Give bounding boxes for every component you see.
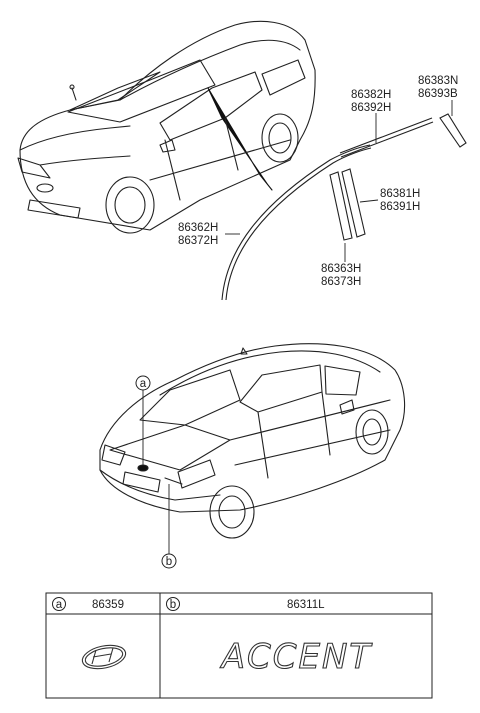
callout-a-letter: a [140,378,147,390]
label-86363h: 86363H [321,263,361,275]
label-86391h: 86391H [380,201,420,213]
hyundai-logo-icon [81,644,127,670]
label-86372h: 86372H [178,235,218,247]
label-86362h: 86362H [178,222,218,234]
moldings-exploded [221,113,467,301]
label-86392h: 86392H [351,102,391,114]
rear-car-illustration [99,343,406,539]
table-header-b: b 86311L [166,597,325,611]
label-86381h: 86381H [380,188,420,200]
leader-lines [225,100,453,262]
table-part-86359: 86359 [92,599,124,611]
callout-a: a [135,375,151,465]
callout-b: b [161,484,177,569]
part-labels: 86382H 86392H 86383N 86393B 86381H 86391… [178,75,458,288]
table-key-a: a [56,599,63,611]
label-86382h: 86382H [351,89,391,101]
table-part-86311l: 86311L [287,599,325,611]
front-car-illustration [17,20,316,234]
callout-b-letter: b [166,556,172,568]
table-key-b: b [170,599,176,611]
accent-emblem: ACCENT [220,637,373,677]
label-86373h: 86373H [321,276,361,288]
table-header-a: a 86359 [52,597,124,611]
label-86383n: 86383N [418,75,458,87]
parts-table: a 86359 b 86311L ACCENT [45,592,433,699]
label-86393b: 86393B [418,88,458,100]
